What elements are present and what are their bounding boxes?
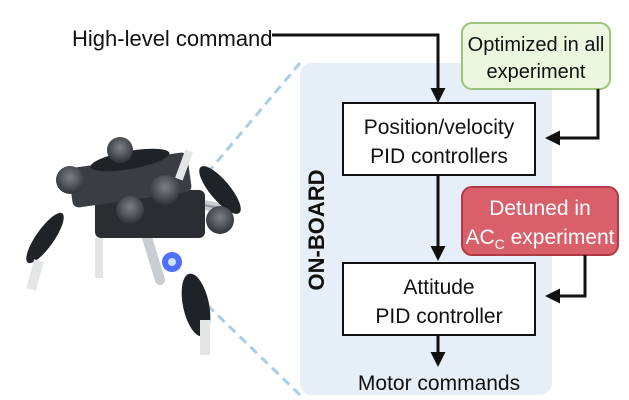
detuned-note-line1: Detuned in bbox=[489, 197, 591, 220]
position-block-line1: Position/velocity bbox=[364, 116, 515, 139]
attitude-block-line1: Attitude bbox=[403, 276, 474, 299]
optimized-note-line2: experiment bbox=[487, 61, 586, 83]
optimized-note-line1: Optimized in all bbox=[468, 34, 605, 56]
attitude-block-line2: PID controller bbox=[375, 305, 502, 328]
input-arrow bbox=[272, 33, 446, 103]
projection-line-bottom bbox=[198, 296, 302, 397]
position-velocity-block bbox=[342, 102, 536, 176]
optimized-arrow bbox=[545, 89, 600, 146]
input-label: High-level command bbox=[72, 26, 273, 51]
attitude-block bbox=[342, 262, 536, 336]
detuned-arrow bbox=[545, 255, 587, 304]
drone-photo bbox=[26, 137, 241, 355]
projection-line-top bbox=[208, 62, 302, 171]
output-label: Motor commands bbox=[358, 372, 520, 395]
onboard-label: ON-BOARD bbox=[304, 170, 329, 291]
position-block-line2: PID controllers bbox=[370, 145, 508, 168]
detuned-note-box bbox=[461, 186, 619, 256]
detuned-note-line2: ACC experiment bbox=[465, 226, 614, 252]
optimized-note-box bbox=[461, 22, 611, 90]
